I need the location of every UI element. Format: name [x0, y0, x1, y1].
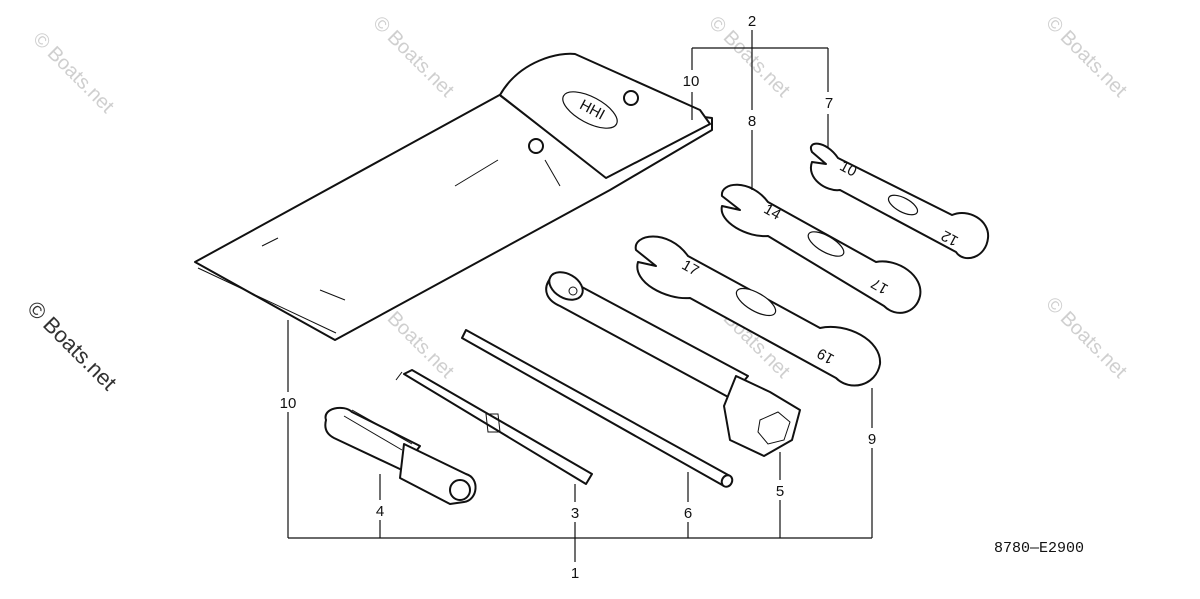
wrench-8-size-b: 17 [868, 274, 891, 297]
callout-10-left: 10 [280, 395, 297, 412]
watermark-4: © Boats.net [1041, 12, 1131, 102]
callout-10-top: 10 [683, 73, 700, 90]
screwdriver-3 [395, 369, 593, 485]
wrench-8: 14 17 [720, 183, 922, 314]
callout-6: 6 [684, 505, 692, 522]
callout-7: 7 [825, 95, 833, 112]
diagram-code: 8780—E2900 [994, 540, 1084, 557]
callout-1: 1 [571, 565, 579, 582]
wrench-9-size-b: 19 [814, 344, 837, 367]
wrench-7-size-a: 10 [837, 158, 860, 181]
callout-8: 8 [748, 113, 756, 130]
wrench-9-size-a: 17 [679, 257, 702, 280]
wrench-9: 17 19 [634, 235, 882, 387]
screwdriver-handle-4 [324, 406, 477, 505]
tool-bag: HHI [194, 52, 713, 341]
watermark-2: © Boats.net [368, 12, 458, 102]
wrench-7: 10 12 [809, 142, 990, 260]
bag-snap-top [623, 90, 639, 106]
plug-wrench-5 [545, 271, 801, 457]
callout-labels: 2 10 7 8 10 9 5 4 3 6 1 [280, 13, 877, 582]
wrench-7-size-b: 12 [939, 227, 962, 250]
watermark-7: © Boats.net [1041, 293, 1131, 383]
side-watermark: © Boats.net [22, 296, 121, 395]
bag-logo: HHI [562, 91, 618, 129]
handle-bar-6 [461, 329, 734, 488]
bag-snap-lower [528, 138, 544, 154]
callout-3: 3 [571, 505, 579, 522]
callout-2: 2 [748, 13, 756, 30]
callout-9: 9 [868, 431, 876, 448]
wrench-8-size-a: 14 [761, 201, 784, 224]
leader-lines [287, 30, 873, 562]
callout-5: 5 [776, 483, 784, 500]
watermark-1: © Boats.net [28, 28, 118, 118]
callout-4: 4 [376, 503, 384, 520]
